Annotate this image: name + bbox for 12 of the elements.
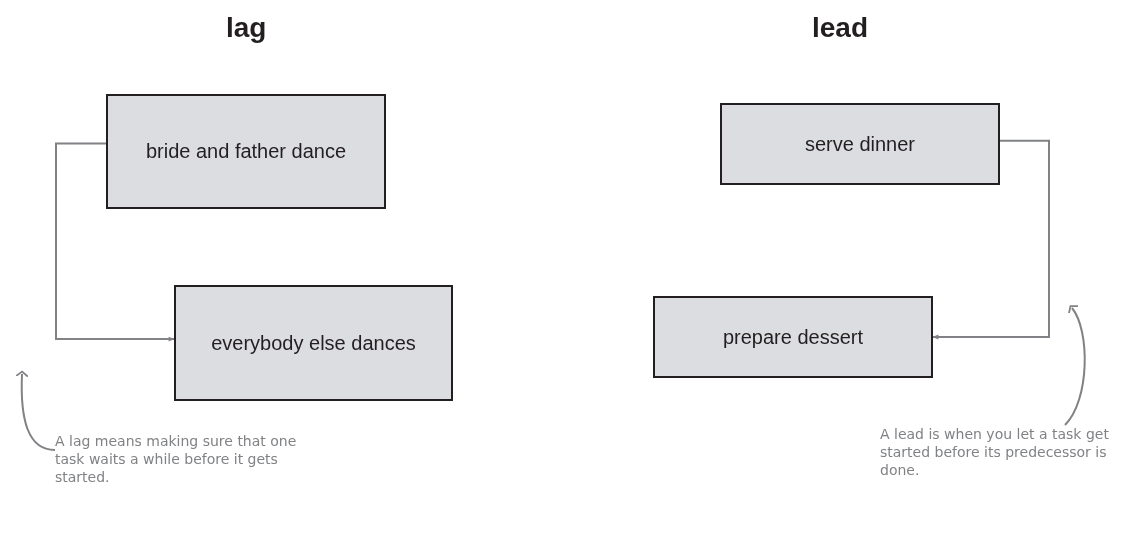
task-box: serve dinner <box>720 103 1000 185</box>
arrow <box>932 139 1050 340</box>
task-box: prepare dessert <box>653 296 933 378</box>
section-heading: lead <box>812 12 869 44</box>
leader-line <box>1064 305 1086 426</box>
arrow <box>55 142 175 342</box>
leader-line <box>15 370 56 451</box>
annotation-text: A lead is when you let a task get started before its predecessor is done. <box>880 425 1130 525</box>
section-heading: lag <box>226 12 267 44</box>
task-box: bride and father dance <box>106 94 386 209</box>
task-box: everybody else dances <box>174 285 453 401</box>
annotation-text: A lag means making sure that one task waits a while before it gets started. <box>55 432 305 552</box>
